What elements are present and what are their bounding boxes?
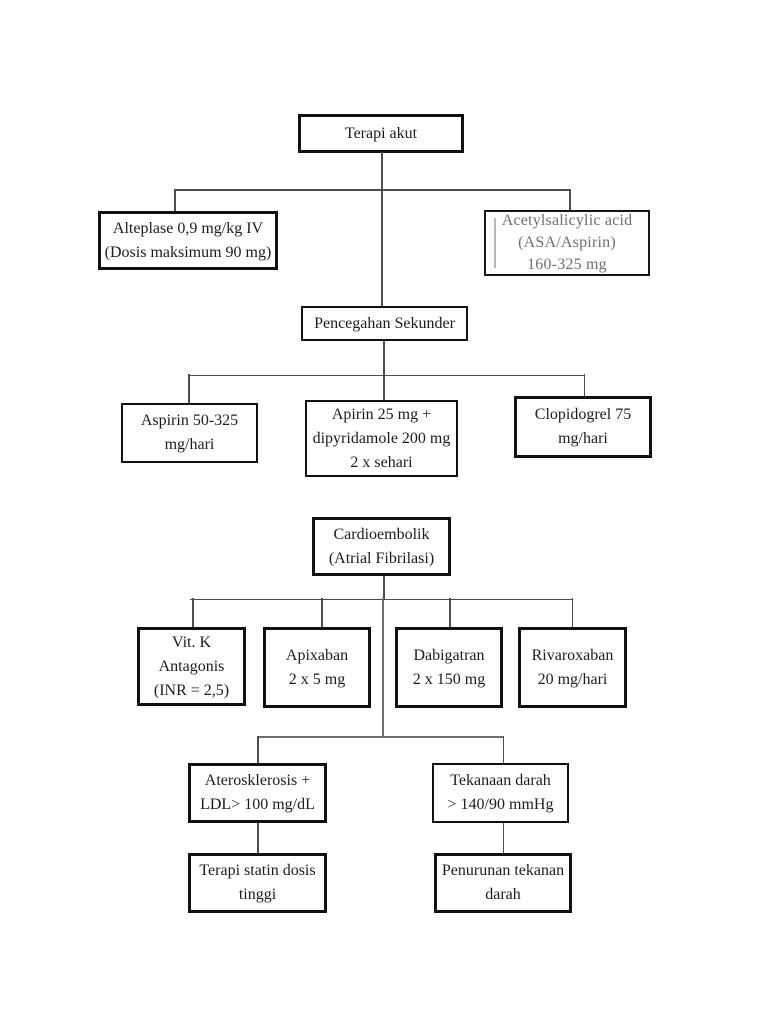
connector-trunk-2 [381, 189, 383, 307]
node-text-line: Penurunan tekanan [441, 862, 565, 879]
node-text-line: mg/hari [558, 430, 608, 447]
connector-split-3 [190, 598, 573, 600]
node-terapi-akut: Terapi akut [298, 114, 464, 153]
node-text-line: Aterosklerosis + [204, 772, 311, 789]
node-rivaroxaban: Rivaroxaban 20 mg/hari [518, 627, 627, 708]
node-text-line: Terapi statin dosis [199, 862, 316, 879]
node-text-line: 2 x 5 mg [288, 670, 346, 688]
node-cardioembolik: Cardioembolik (Atrial Fibrilasi) [312, 517, 451, 576]
connector-drop-apirin [383, 374, 385, 400]
connector-drop-tekanan-darah [502, 736, 504, 764]
connector-split-2 [188, 374, 585, 376]
node-alteplase: Alteplase 0,9 mg/kg IV (Dosis maksimum 9… [98, 211, 278, 270]
connector-drop-rivaroxaban [571, 598, 573, 627]
connector-split-1 [174, 189, 571, 191]
connector-trunk-5 [382, 598, 384, 738]
node-acetylsalicylic-acid: Acetylsalicylic acid (ASA/Aspirin) 160-3… [484, 210, 650, 276]
connector-drop-aterosklerosis [257, 736, 259, 764]
node-text-line: Vit. K [171, 633, 212, 651]
connector-trunk-3 [383, 341, 385, 376]
node-text-line: 2 x 150 mg [412, 670, 486, 688]
connector-trunk-4 [383, 576, 385, 600]
connector-drop-asa [569, 189, 571, 211]
node-apirin-dipyridamole: Apirin 25 mg + dipyridamole 200 mg 2 x s… [305, 400, 458, 477]
connector-drop-alteplase [174, 189, 176, 212]
node-text-line: (Atrial Fibrilasi) [328, 549, 435, 567]
connector-drop-apixaban [321, 598, 323, 627]
node-text-line: > 140/90 mmHg [447, 796, 554, 813]
node-text-line: tinggi [238, 886, 277, 903]
connector-split-4 [257, 736, 504, 738]
connector-link-statin [257, 823, 259, 853]
node-text-line: (Dosis maksimum 90 mg) [104, 243, 272, 261]
node-text-line: Aspirin 50-325 [140, 412, 239, 429]
node-text-line: Tekanaan darah [450, 772, 551, 789]
node-penurunan-tekanan: Penurunan tekanan darah [434, 853, 572, 913]
node-text-line: Apirin 25 mg + [331, 405, 432, 423]
node-text-line: Acetylsalicylic acid [501, 212, 633, 229]
connector-drop-vitk [192, 598, 194, 627]
node-text-line: Cardioembolik [333, 525, 430, 543]
connector-drop-dabigatran [449, 598, 451, 627]
node-pencegahan-sekunder: Pencegahan Sekunder [301, 306, 468, 341]
node-text-line: Clopidogrel 75 [534, 406, 632, 423]
node-text-line: Terapi akut [344, 124, 418, 142]
scan-artifact-line [494, 218, 496, 268]
connector-drop-aspirin [188, 374, 190, 403]
connector-trunk-1 [381, 152, 383, 190]
node-text-line: Rivaroxaban [531, 646, 614, 664]
node-text-line: Dabigatran [413, 646, 485, 664]
node-text-line: (INR = 2,5) [153, 681, 230, 699]
node-aterosklerosis: Aterosklerosis + LDL> 100 mg/dL [188, 763, 327, 823]
node-text-line: 20 mg/hari [537, 670, 608, 688]
node-vit-k-antagonis: Vit. K Antagonis (INR = 2,5) [137, 627, 246, 706]
node-text-line: LDL> 100 mg/dL [200, 796, 315, 813]
node-dabigatran: Dabigatran 2 x 150 mg [395, 627, 503, 708]
node-text-line: Apixaban [285, 646, 349, 664]
node-text-line: darah [485, 886, 521, 903]
node-text-line: dipyridamole 200 mg [312, 429, 451, 447]
node-text-line: mg/hari [164, 436, 215, 453]
node-terapi-statin: Terapi statin dosis tinggi [188, 853, 327, 913]
node-text-line: Alteplase 0,9 mg/kg IV [112, 219, 264, 237]
node-text-line: (ASA/Aspirin) [518, 234, 616, 251]
node-text-line: Pencegahan Sekunder [314, 314, 455, 332]
node-aspirin: Aspirin 50-325 mg/hari [121, 403, 258, 463]
node-clopidogrel: Clopidogrel 75 mg/hari [514, 396, 652, 458]
node-apixaban: Apixaban 2 x 5 mg [263, 627, 371, 708]
connector-link-penurunan [502, 823, 504, 853]
node-text-line: Antagonis [158, 657, 225, 675]
node-text-line: 160-325 mg [527, 256, 607, 273]
node-tekanan-darah: Tekanaan darah > 140/90 mmHg [432, 763, 569, 823]
connector-drop-clopidogrel [583, 374, 585, 397]
node-text-line: 2 x sehari [350, 453, 413, 471]
